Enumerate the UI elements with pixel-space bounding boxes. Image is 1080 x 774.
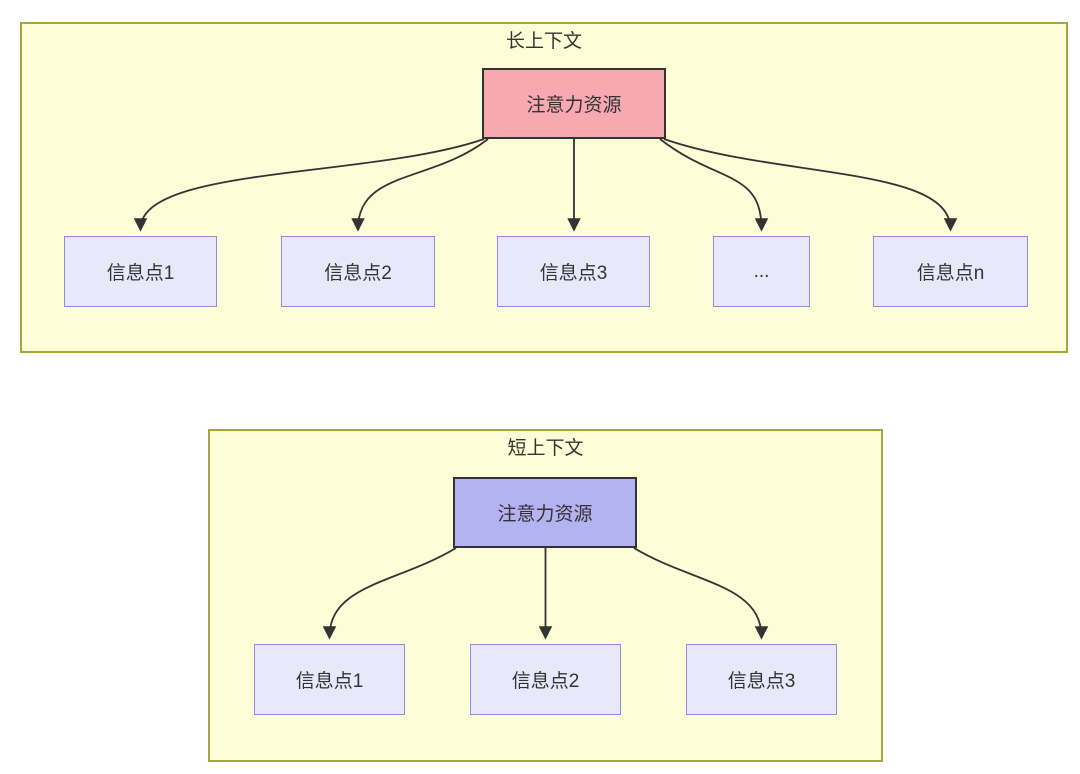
attention-node-short: 注意力资源 xyxy=(453,477,637,548)
info-node-short-2-label: 信息点2 xyxy=(511,671,580,692)
info-node-long-1: 信息点1 xyxy=(64,236,217,307)
info-node-long-2-label: 信息点2 xyxy=(324,263,392,284)
info-node-long-2: 信息点2 xyxy=(281,236,435,307)
info-node-short-3: 信息点3 xyxy=(686,644,837,715)
attention-node-short-label: 注意力资源 xyxy=(497,504,593,525)
info-node-short-1: 信息点1 xyxy=(254,644,405,715)
info-node-long-n-label: 信息点n xyxy=(916,263,985,284)
panel-short-context-title: 短上下文 xyxy=(507,438,584,459)
attention-node-long-label: 注意力资源 xyxy=(526,95,622,116)
info-node-long-1-label: 信息点1 xyxy=(106,263,175,284)
info-node-long-3: 信息点3 xyxy=(497,236,650,307)
info-node-long-n: 信息点n xyxy=(873,236,1028,307)
info-node-long-ellipsis-label: ... xyxy=(753,260,770,282)
info-node-long-ellipsis: ... xyxy=(713,236,810,307)
attention-node-long: 注意力资源 xyxy=(482,68,666,139)
info-node-long-3-label: 信息点3 xyxy=(539,263,608,284)
panel-long-context-title: 长上下文 xyxy=(505,31,582,52)
info-node-short-3-label: 信息点3 xyxy=(727,671,796,692)
info-node-short-1-label: 信息点1 xyxy=(295,671,364,692)
info-node-short-2: 信息点2 xyxy=(470,644,621,715)
